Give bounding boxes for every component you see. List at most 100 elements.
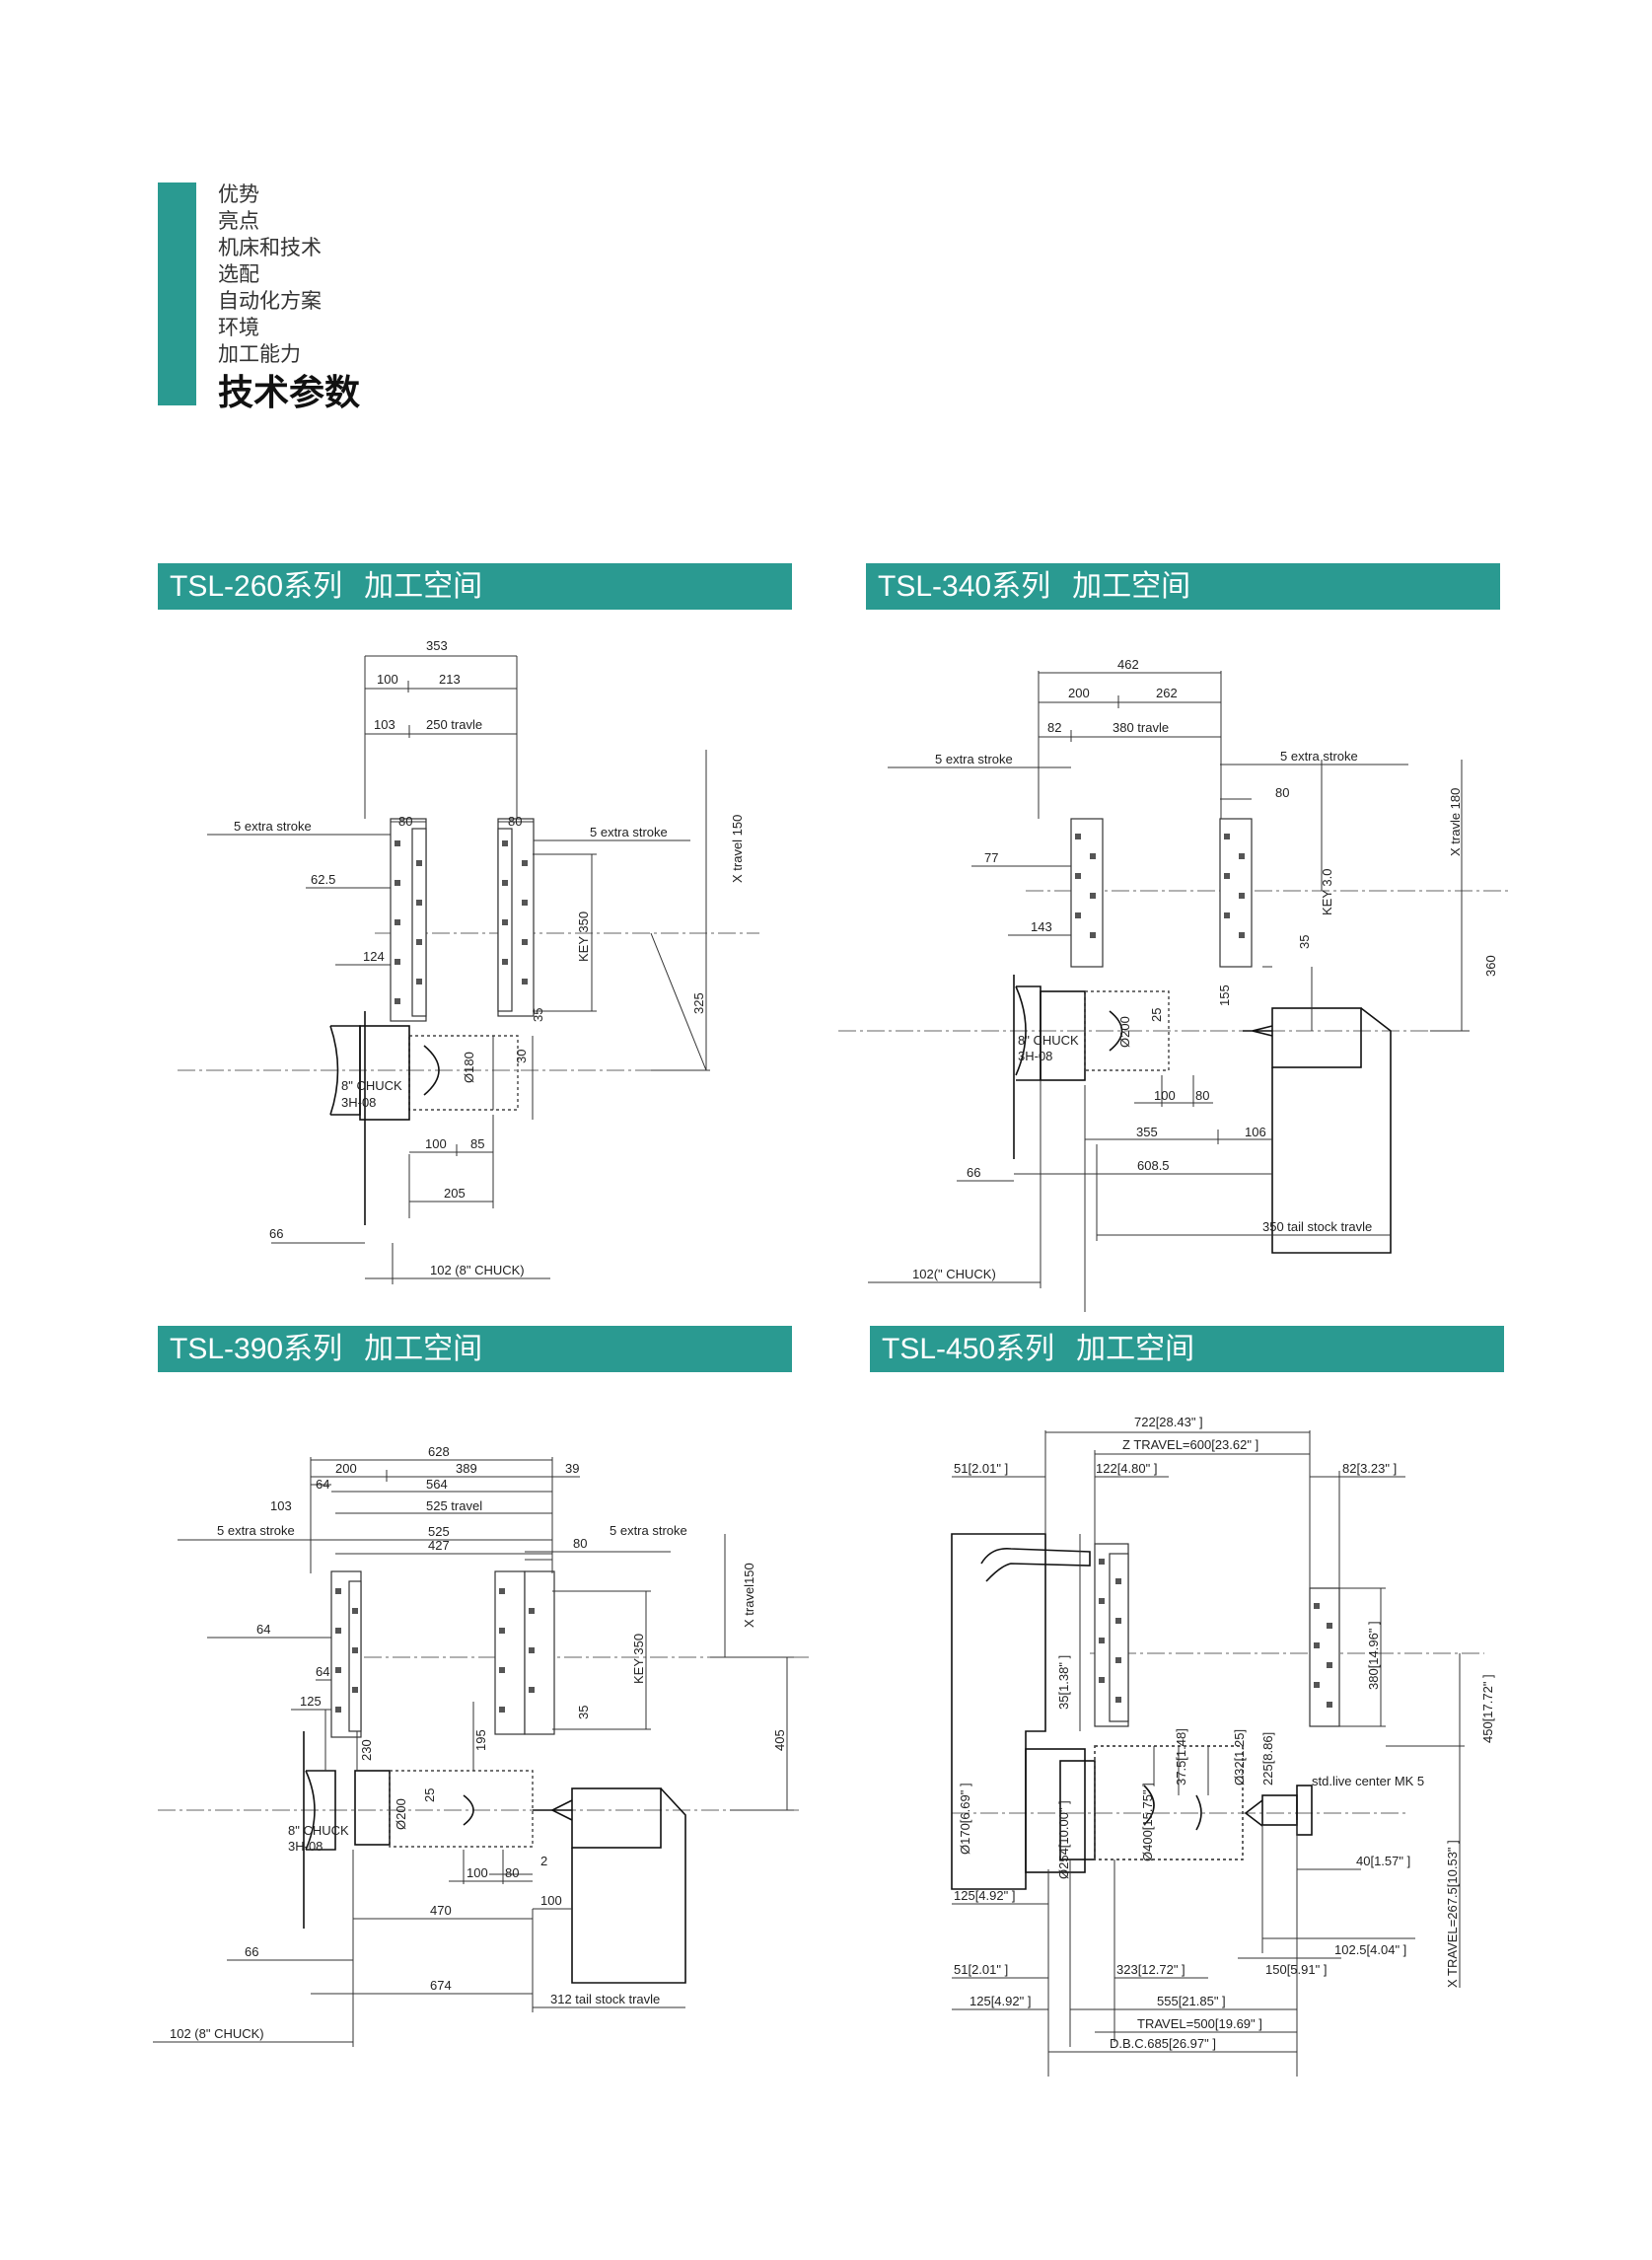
banner-tsl-260: TSL-260系列加工空间 (158, 563, 792, 610)
dim-30: 30 (514, 1050, 529, 1063)
dim-125-b: 125[4.92" ] (970, 1994, 1031, 2008)
dim-100: 100 (467, 1865, 488, 1880)
banner-tsl-390: TSL-390系列加工空间 (158, 1326, 792, 1372)
nav-item-automation[interactable]: 自动化方案 (218, 290, 322, 313)
turret-right (1309, 1587, 1340, 1727)
nav-item-highlights[interactable]: 亮点 (218, 210, 259, 233)
dim-x-travel-150: X travel150 (742, 1563, 756, 1628)
chuck-model: 3H-08 (1018, 1049, 1052, 1063)
dim-389: 389 (456, 1461, 477, 1476)
nav-item-capability[interactable]: 加工能力 (218, 343, 301, 366)
dim-39: 39 (565, 1461, 579, 1476)
dim-205: 205 (444, 1186, 466, 1201)
dim-62-5: 62.5 (311, 872, 335, 887)
dim-64-c: 64 (316, 1664, 329, 1679)
dim-dia-170: Ø170[6.69" ] (958, 1783, 972, 1855)
banner-tsl-340: TSL-340系列加工空间 (866, 563, 1500, 610)
dim-100: 100 (377, 672, 398, 687)
dim-2: 2 (540, 1854, 547, 1868)
dim-80-right: 80 (508, 814, 522, 829)
dim-380: 380[14.96" ] (1366, 1621, 1381, 1690)
dim-325: 325 (691, 992, 706, 1014)
dim-80-b: 80 (1195, 1088, 1209, 1103)
dim-dia-180: Ø180 (462, 1052, 476, 1083)
nav-item-machine-tech[interactable]: 机床和技术 (218, 237, 322, 259)
dim-35: 35 (531, 1008, 545, 1022)
dim-230: 230 (359, 1739, 374, 1761)
dim-124: 124 (363, 949, 385, 964)
dim-200: 200 (335, 1461, 357, 1476)
chuck-label: 8" CHUCK (341, 1078, 402, 1093)
dim-155: 155 (1217, 984, 1232, 1006)
nav-item-environment[interactable]: 环境 (218, 317, 259, 339)
dim-722: 722[28.43" ] (1134, 1415, 1203, 1429)
dim-82: 82[3.23" ] (1342, 1461, 1397, 1476)
dim-66: 66 (245, 1944, 258, 1959)
dim-tail-stock-travel: 350 tail stock travle (1262, 1219, 1372, 1234)
dim-82: 82 (1047, 720, 1061, 735)
dim-dia-400: Ø400[15.75" ] (1140, 1783, 1155, 1861)
dim-122: 122[4.80" ] (1096, 1461, 1157, 1476)
dim-628: 628 (428, 1444, 450, 1459)
dim-125: 125[4.92" ] (954, 1888, 1015, 1903)
dim-key-3-0: KEY 3.0 (1320, 869, 1334, 915)
dim-262: 262 (1156, 686, 1178, 700)
banner-series: TSL-450系列 (882, 1333, 1055, 1365)
dim-x-travel-180: X travle 180 (1448, 788, 1463, 856)
dim-564: 564 (426, 1477, 448, 1492)
dim-608-5: 608.5 (1137, 1158, 1170, 1173)
dim-dia-254: Ø254[10.00" ] (1056, 1800, 1071, 1879)
turret-right (1219, 818, 1253, 968)
dim-102-chuck: 102(" CHUCK) (912, 1267, 996, 1281)
dim-80-left: 80 (398, 814, 412, 829)
nav-item-options[interactable]: 选配 (218, 263, 259, 286)
dim-64-b: 64 (256, 1622, 270, 1637)
banner-title: 加工空间 (364, 570, 483, 603)
dim-dbc: D.B.C.685[26.97" ] (1110, 2036, 1216, 2051)
dim-extra-stroke-left: 5 extra stroke (217, 1523, 295, 1538)
dim-key-350: KEY 350 (576, 911, 591, 962)
turret-left (1070, 818, 1104, 968)
dim-25: 25 (1149, 1008, 1164, 1022)
dim-travel-500: TRAVEL=500[19.69" ] (1137, 2016, 1262, 2031)
banner-series: TSL-260系列 (170, 570, 343, 603)
dim-100: 100 (1154, 1088, 1176, 1103)
dim-85: 85 (470, 1136, 484, 1151)
dim-key-350: KEY 350 (631, 1634, 646, 1684)
dim-x-travel-150: X travel 150 (730, 815, 745, 883)
live-center (1244, 1785, 1313, 1836)
dim-100-b: 100 (425, 1136, 447, 1151)
dim-64: 64 (316, 1477, 329, 1492)
dim-dia-32: Ø32[1.25] (1232, 1729, 1247, 1786)
nav-item-advantages[interactable]: 优势 (218, 183, 259, 206)
drawing-tsl-450: 722[28.43" ] Z TRAVEL=600[23.62" ] 51[2.… (932, 1406, 1524, 2086)
chuck-model: 3H-08 (288, 1839, 323, 1854)
chuck-label: 8" CHUCK (288, 1823, 349, 1838)
dim-427: 427 (428, 1538, 450, 1553)
side-nav: 优势 亮点 机床和技术 选配 自动化方案 环境 加工能力 技术参数 (218, 182, 474, 415)
dim-200: 200 (1068, 686, 1090, 700)
dim-z-travel: Z TRAVEL=600[23.62" ] (1122, 1437, 1258, 1452)
dim-405: 405 (772, 1729, 787, 1751)
dim-250-travel: 250 travle (426, 717, 482, 732)
dim-35: 35 (1297, 935, 1312, 949)
dim-353: 353 (426, 638, 448, 653)
dim-102-5: 102.5[4.04" ] (1334, 1942, 1406, 1957)
dim-extra-stroke-left: 5 extra stroke (234, 819, 312, 834)
dim-355: 355 (1136, 1125, 1158, 1139)
chuck-label: 8" CHUCK (1018, 1033, 1079, 1048)
dim-143: 143 (1031, 919, 1052, 934)
dim-525: 525 (428, 1524, 450, 1539)
dim-51-b: 51[2.01" ] (954, 1962, 1008, 1977)
banner-tsl-450: TSL-450系列加工空间 (870, 1326, 1504, 1372)
dim-dia-200: Ø200 (394, 1798, 408, 1830)
dim-125: 125 (300, 1694, 322, 1709)
drawing-tsl-260: 353 100 213 103 250 travle 80 80 5 extra… (158, 621, 809, 1312)
dim-462: 462 (1117, 657, 1139, 672)
nav-item-specs-active[interactable]: 技术参数 (218, 372, 361, 412)
dim-360: 360 (1483, 955, 1498, 977)
turret-right (497, 818, 535, 1017)
dim-674: 674 (430, 1978, 452, 1993)
turret-left (1094, 1543, 1129, 1727)
dim-40: 40[1.57" ] (1356, 1854, 1410, 1868)
